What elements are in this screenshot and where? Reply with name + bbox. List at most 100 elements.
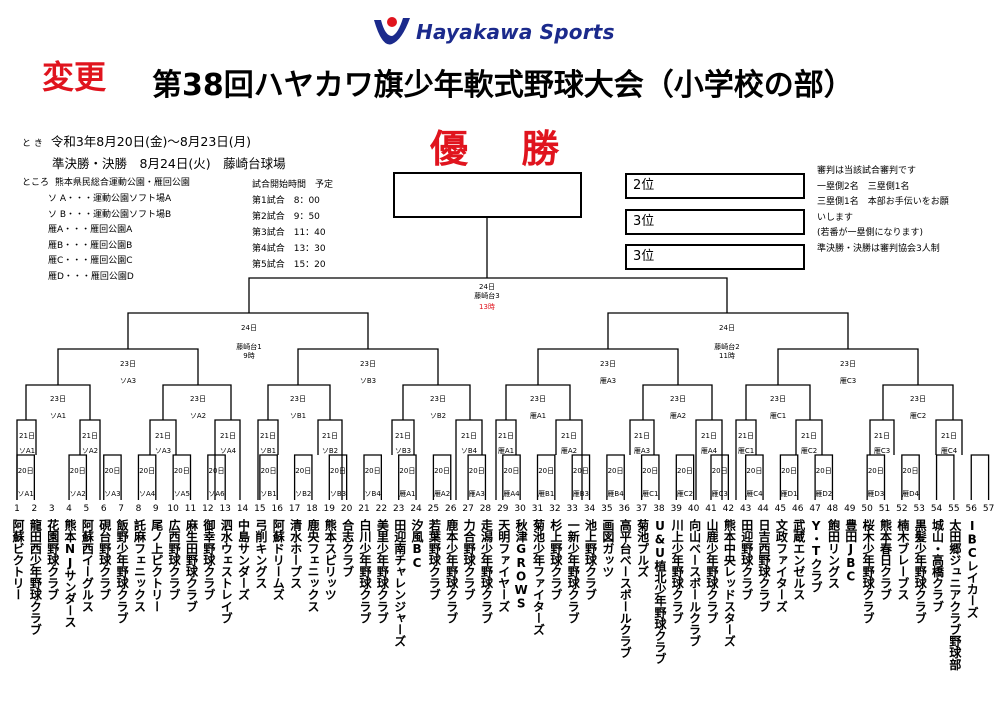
- team-number: 4: [66, 504, 72, 514]
- qf-bracket-1: [57, 348, 199, 385]
- r16-venue: ソB1: [289, 412, 307, 420]
- r21-day: 21日: [82, 432, 98, 440]
- team-number: 48: [826, 504, 839, 514]
- team-number: 56: [965, 504, 977, 514]
- field-item: 雁A・・・雁回公園A: [48, 225, 133, 235]
- r20-venue: ソA4: [139, 490, 156, 498]
- r20-bracket: [259, 454, 278, 500]
- team-name: 天明ファイヤーズ: [496, 519, 511, 612]
- team-number: 28: [479, 504, 492, 514]
- r20-bracket: [502, 454, 521, 500]
- r21-bracket: [257, 419, 279, 500]
- team-name: 田迎野球クラブ: [739, 519, 754, 601]
- team-name: 阿蘇ドリームズ: [271, 519, 286, 601]
- team-number: 47: [809, 504, 821, 514]
- r20-bracket: [398, 454, 417, 500]
- team-number: 45: [774, 504, 787, 514]
- team-name: 秋津GROWS: [514, 519, 529, 611]
- team-number: 12: [202, 504, 214, 514]
- team-name: 中島サンダーズ: [236, 519, 251, 601]
- team-name: 太田郷ジュニアクラブ野球部: [947, 519, 962, 670]
- r16-venue: ソA1: [49, 412, 67, 420]
- qf-day: 23日: [840, 360, 856, 368]
- qf-bracket-3: [537, 348, 679, 385]
- r16-bracket: [882, 384, 954, 420]
- team-number: 57: [982, 504, 995, 514]
- r20-venue: ソB3: [329, 490, 347, 498]
- team-number: 11: [184, 504, 197, 514]
- team-name: 高平台ベースボールクラブ: [618, 519, 633, 659]
- team-name: 麻生田野球クラブ: [184, 519, 199, 612]
- team-number: 26: [445, 504, 457, 514]
- r20-bracket: [172, 454, 192, 500]
- umpire-note: (若番が一塁側になります): [817, 228, 924, 238]
- r21-venue: ソB1: [259, 447, 277, 455]
- r20-bracket: [571, 454, 591, 500]
- team-name: 飯野少年野球クラブ: [115, 519, 130, 624]
- finals-text: 準決勝・決勝 8月24日(火) 藤崎台球場: [52, 156, 286, 171]
- team-number: 16: [271, 504, 283, 514]
- r16-bracket: [642, 384, 713, 420]
- r20-bracket: [970, 454, 990, 500]
- rank-box-3rd-b: 3位: [625, 244, 805, 270]
- r21-bracket: [391, 419, 415, 455]
- team-number: 54: [930, 504, 943, 514]
- r20-venue: 雁A4: [503, 490, 520, 498]
- r20-bracket: [467, 454, 487, 500]
- r20-venue: 雁D4: [902, 490, 919, 498]
- team-number: 10: [167, 504, 179, 514]
- r21-venue: ソA2: [81, 447, 99, 455]
- r16-venue: ソB2: [429, 412, 447, 420]
- semi-venue: 藤崎台1: [236, 343, 262, 351]
- r20-venue: 雁A2: [433, 490, 451, 498]
- team-name: Y・Tクラブ: [809, 519, 824, 593]
- team-number: 5: [83, 504, 90, 514]
- qf-venue: 雁A3: [599, 377, 617, 385]
- team-name: 山鹿少年野球クラブ: [705, 519, 719, 624]
- team-number: 42: [722, 504, 735, 514]
- umpire-note: いします: [817, 212, 854, 223]
- r21-bracket: [795, 419, 823, 455]
- team-name: 豊田JBC: [843, 519, 858, 584]
- r16-venue: 雁A2: [669, 412, 687, 420]
- r20-bracket: [606, 454, 625, 500]
- team-name: 日吉西野球クラブ: [757, 519, 772, 612]
- r20-venue: 雁C1: [642, 490, 659, 498]
- r21-venue: 雁C3: [873, 447, 891, 455]
- r21-day: 21日: [701, 432, 717, 440]
- team-name: 川上少年野球クラブ: [670, 519, 685, 624]
- r21-bracket: [869, 419, 895, 455]
- semi-time: 9時: [243, 352, 255, 360]
- r20-venue: 雁D1: [780, 490, 798, 498]
- r20-bracket: [293, 454, 313, 500]
- change-label: 変更: [42, 58, 107, 96]
- champion-box: [393, 172, 582, 218]
- r21-bracket: [555, 419, 583, 500]
- team-number: 22: [375, 504, 388, 514]
- r20-venue: 雁D3: [867, 490, 885, 498]
- team-name: 画図ガッツ: [600, 519, 615, 578]
- r20-day: 20日: [867, 467, 884, 475]
- toki-label: と き: [22, 139, 43, 149]
- r21-venue: 雁C2: [800, 447, 818, 455]
- r21-day: 21日: [738, 432, 754, 440]
- team-name: IBCレイカーズ: [965, 519, 980, 618]
- field-item: ソ A・・・運動公園ソフト場A: [48, 194, 172, 204]
- r20-day: 20日: [607, 467, 624, 475]
- team-number: 51: [878, 504, 891, 514]
- r21-day: 21日: [561, 432, 577, 440]
- r20-day: 20日: [902, 467, 919, 475]
- dates-text: 令和3年8月20日(金)～8月23日(月): [50, 134, 252, 149]
- team-number: 18: [306, 504, 318, 514]
- schedule-dates: と き 令和3年8月20日(金)～8月23日(月): [22, 131, 251, 150]
- r16-bracket: [267, 384, 331, 420]
- team-name: 若葉野球クラブ: [427, 519, 442, 601]
- r21-bracket: [695, 419, 723, 500]
- r21-day: 21日: [461, 432, 477, 440]
- r21-venue: 雁A3: [633, 447, 651, 455]
- r16-day: 23日: [50, 395, 66, 403]
- team-number: 40: [687, 504, 700, 514]
- r20-day: 20日: [503, 467, 520, 475]
- r16-bracket: [505, 384, 571, 420]
- page-title: 第38回ハヤカワ旗少年軟式野球大会（小学校の部）: [152, 68, 854, 103]
